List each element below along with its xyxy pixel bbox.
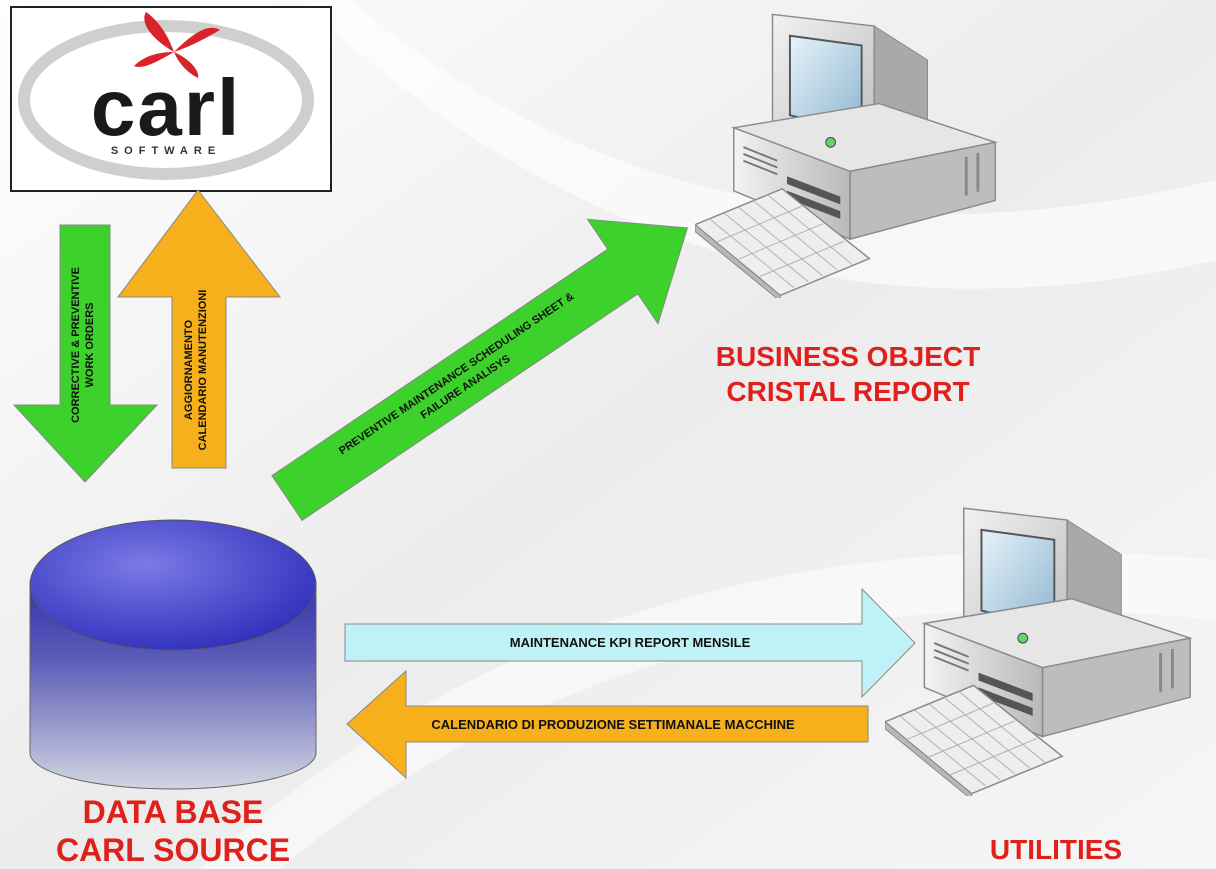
star-icon xyxy=(134,12,220,78)
background-swoosh xyxy=(300,0,1216,289)
arrow-aggiornamento-line1: AGGIORNAMENTO xyxy=(183,320,195,420)
business-object-title-line1: BUSINESS OBJECT xyxy=(716,341,981,372)
arrow-aggiornamento: AGGIORNAMENTO CALENDARIO MANUTENZIONI xyxy=(117,189,282,469)
database-icon xyxy=(29,519,317,790)
database-title-line2: CARL SOURCE xyxy=(56,832,290,868)
arrow-work-orders-line2: WORK ORDERS xyxy=(84,303,96,388)
logo-frame xyxy=(10,6,332,192)
arrow-aggiornamento-line2: CALENDARIO MANUTENZIONI xyxy=(197,290,209,451)
utilities-title: UTILITIES xyxy=(990,834,1122,865)
arrow-left-shape xyxy=(346,669,869,780)
arrow-down-shape xyxy=(12,224,159,483)
arrow-work-orders-line1: CORRECTIVE & PREVENTIVE xyxy=(70,267,82,423)
logo-word: carl xyxy=(91,63,241,152)
arrow-right-shape xyxy=(344,587,916,699)
arrow-calendario: CALENDARIO DI PRODUZIONE SETTIMANALE MAC… xyxy=(346,669,869,780)
arrow-work-orders: CORRECTIVE & PREVENTIVE WORK ORDERS xyxy=(12,224,159,483)
logo-ring xyxy=(18,20,314,180)
carl-software-logo: carl SOFTWARE xyxy=(10,6,332,192)
business-object-title-line2: CRISTAL REPORT xyxy=(726,376,969,407)
arrow-diagonal-shape xyxy=(271,218,689,522)
database-title-line1: DATA BASE xyxy=(83,794,264,830)
arrow-calendario-label: CALENDARIO DI PRODUZIONE SETTIMANALE MAC… xyxy=(431,717,795,732)
arrow-up-shape xyxy=(117,189,282,469)
arrow-kpi: MAINTENANCE KPI REPORT MENSILE xyxy=(344,587,916,699)
arrow-kpi-label: MAINTENANCE KPI REPORT MENSILE xyxy=(510,635,751,650)
logo-subtitle: SOFTWARE xyxy=(111,145,221,157)
